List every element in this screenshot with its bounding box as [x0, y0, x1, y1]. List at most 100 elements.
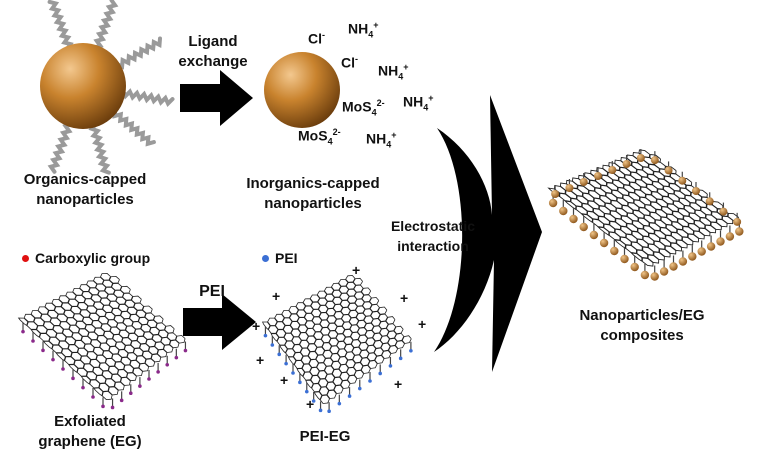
attached-nanoparticle [599, 238, 609, 248]
electrostatic-line2: interaction [397, 238, 469, 254]
plus-charge: + [400, 290, 409, 306]
attached-nanoparticle [636, 154, 645, 162]
mos4-ion-1: MoS42- [342, 98, 385, 118]
edge-functional-group [71, 376, 75, 381]
inorganics-capped-label: Inorganics-capped nanoparticles [228, 174, 398, 214]
ligand-chain [92, 0, 119, 50]
exfoliated-line2: graphene (EG) [38, 433, 142, 450]
attached-nanoparticle [608, 166, 617, 174]
attached-nanoparticle [579, 222, 588, 232]
attached-nanoparticle [548, 198, 558, 208]
edge-functional-group [263, 333, 268, 338]
attached-nanoparticle [559, 206, 568, 216]
attached-nanoparticle [735, 227, 744, 236]
edge-functional-group [291, 371, 295, 375]
plus-charge: + [280, 372, 289, 388]
pei-eg-sheet [261, 275, 413, 414]
attached-nanoparticle [659, 267, 669, 276]
carboxylic-dot-icon [22, 255, 29, 262]
edge-functional-group [337, 401, 342, 406]
nh4-ion-2: NH4+ [378, 62, 409, 82]
edge-functional-group [138, 384, 142, 388]
pei-arrow-label: PEI [199, 283, 225, 300]
edge-functional-group [41, 348, 45, 353]
cl-ion-1: Cl- [308, 30, 325, 47]
edge-functional-group [284, 361, 288, 366]
attached-nanoparticle [733, 217, 742, 226]
attached-nanoparticle [688, 252, 697, 261]
nh4-ion-1: NH4+ [348, 20, 379, 40]
edge-functional-group [277, 352, 282, 357]
attached-nanoparticle [716, 237, 725, 246]
pei-legend-text: PEI [275, 250, 298, 266]
edge-functional-group [156, 370, 160, 374]
edge-functional-group [101, 404, 105, 409]
edge-functional-group [174, 355, 179, 360]
nh4-ion-3: NH4+ [403, 93, 434, 113]
attached-nanoparticle [569, 214, 578, 224]
edge-functional-group [270, 343, 275, 347]
attached-nanoparticle [697, 247, 706, 256]
edge-functional-group [318, 408, 323, 413]
edge-functional-group [398, 356, 403, 361]
ligand-chain [47, 122, 74, 174]
ligand-chain [47, 0, 74, 52]
edge-functional-group [21, 329, 25, 334]
attached-nanoparticle [725, 232, 735, 241]
electrostatic-arrow [434, 95, 542, 372]
plus-charge: + [306, 396, 315, 412]
edge-functional-group [327, 409, 331, 414]
ligand-exchange-line1: Ligand [188, 33, 238, 50]
pei-legend: PEI [262, 250, 298, 266]
inorganics-capped-line1: Inorganics-capped [246, 175, 380, 192]
edge-functional-group [378, 371, 383, 376]
edge-functional-group [119, 398, 124, 403]
attached-nanoparticle [678, 257, 688, 266]
electrostatic-line1: Electrostatic [390, 218, 476, 234]
attached-nanoparticle [678, 176, 687, 185]
attached-nanoparticle [622, 160, 631, 168]
edge-functional-group [183, 348, 188, 353]
organics-capped-label: Organics-capped nanoparticles [10, 170, 160, 210]
ligand-chain [88, 122, 111, 175]
plus-charge: + [352, 262, 361, 278]
pei-eg-label: PEI-EG [299, 428, 351, 445]
edge-functional-group [91, 395, 95, 399]
plus-charge: + [418, 316, 427, 332]
edge-functional-group [51, 357, 55, 362]
graphene-lattice [261, 275, 412, 404]
composites-line2: composites [600, 327, 684, 344]
exfoliated-graphene-sheet [17, 272, 188, 410]
edge-functional-group [304, 389, 309, 394]
edge-functional-group [357, 386, 362, 391]
attached-nanoparticle [551, 190, 560, 198]
attached-nanoparticle [650, 156, 659, 165]
attached-nanoparticle [610, 246, 619, 256]
edge-functional-group [311, 399, 316, 403]
plus-charge: + [394, 376, 403, 392]
graphene-lattice [17, 272, 186, 401]
ligand-chain [112, 107, 156, 147]
attached-nanoparticle [579, 178, 588, 186]
edge-functional-group [61, 367, 65, 371]
composite-sheet [547, 149, 744, 281]
pei-arrow [183, 294, 256, 350]
electrostatic-label: Electrostatic interaction [368, 216, 498, 256]
edge-functional-group [165, 362, 170, 367]
attached-nanoparticle [630, 262, 639, 272]
nh4-ion-4: NH4+ [366, 130, 397, 150]
attached-nanoparticle [706, 242, 716, 251]
composites-line1: Nanoparticles/EG [579, 307, 705, 324]
attached-nanoparticle [594, 172, 602, 180]
attached-nanoparticle [692, 187, 700, 195]
attached-nanoparticle [719, 207, 728, 216]
plus-charge: + [256, 352, 265, 368]
inorganics-capped-line2: nanoparticles [264, 195, 362, 212]
attached-nanoparticle [640, 270, 650, 280]
ligand-exchange-arrow [180, 70, 253, 126]
edge-functional-group [31, 339, 35, 343]
ligand-exchange-label: Ligand exchange [168, 32, 258, 72]
edge-functional-group [110, 405, 115, 410]
organic-ligands [47, 0, 175, 175]
